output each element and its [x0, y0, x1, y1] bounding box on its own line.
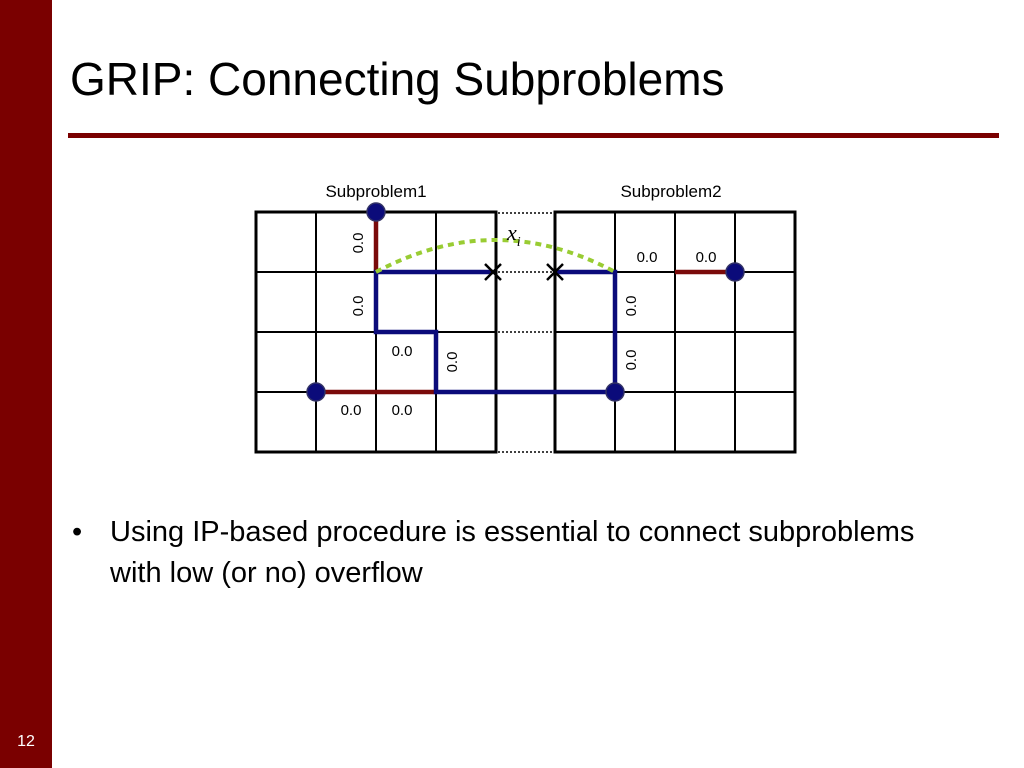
edge-weight: 0.0 — [623, 296, 640, 317]
title-rule — [68, 133, 999, 138]
terminal-pin — [306, 382, 326, 402]
bullet-item: • Using IP-based procedure is essential … — [72, 512, 972, 594]
terminal-pin — [605, 382, 625, 402]
subproblem2-label: Subproblem2 — [620, 182, 721, 201]
side-bar: 12 — [0, 0, 52, 768]
slide-number: 12 — [17, 733, 35, 750]
edge-weights-subproblem1: 0.0 0.0 0.0 0.0 0.0 0.0 — [341, 233, 461, 419]
edge-weight: 0.0 — [350, 233, 367, 254]
cross-marker-right — [546, 263, 564, 281]
edge-weight: 0.0 — [392, 343, 413, 360]
bullet-marker: • — [72, 516, 83, 548]
slide-title: GRIP: Connecting Subproblems — [70, 53, 725, 105]
terminal-pins — [306, 202, 745, 402]
terminal-pin — [366, 202, 386, 222]
terminal-pin — [725, 262, 745, 282]
subproblem2-grid — [553, 210, 797, 454]
cross-marker-left — [484, 263, 502, 281]
connection-arc — [375, 238, 616, 274]
red-route — [316, 212, 735, 395]
subproblem1-label: Subproblem1 — [325, 182, 426, 201]
inter-subproblem-connectors — [498, 212, 553, 453]
bullet-text: Using IP-based procedure is essential to… — [110, 516, 915, 589]
edge-weights-subproblem2: 0.0 0.0 0.0 0.0 — [623, 249, 716, 370]
edge-weight: 0.0 — [637, 249, 658, 266]
edge-weight: 0.0 — [623, 350, 640, 371]
edge-weight: 0.0 — [350, 296, 367, 317]
blue-route — [373, 269, 618, 395]
edge-weight: 0.0 — [444, 352, 461, 373]
variable-label: xi — [506, 220, 521, 250]
edge-weight: 0.0 — [696, 249, 717, 266]
edge-weight: 0.0 — [341, 402, 362, 419]
edge-weight: 0.0 — [392, 402, 413, 419]
